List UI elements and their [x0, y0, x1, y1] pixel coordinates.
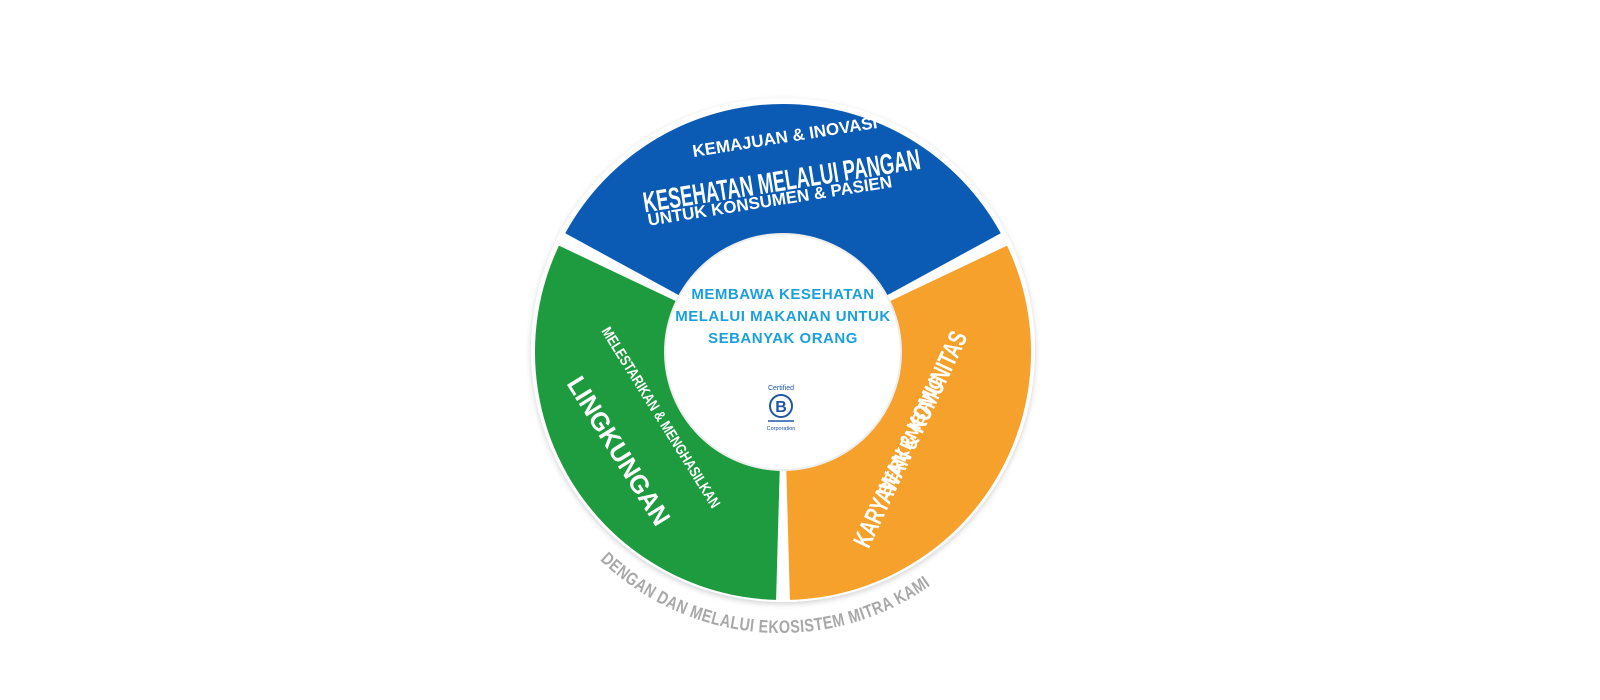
bcorp-certified: Certified	[768, 385, 794, 392]
segment-right	[786, 245, 1031, 600]
center-line-3: SEBANYAK ORANG	[708, 330, 858, 347]
segment-left	[535, 245, 780, 600]
segment-top	[565, 103, 1001, 296]
bcorp-corporation: Corporation	[767, 426, 796, 432]
center-line-1: MEMBAWA KESEHATAN	[691, 286, 874, 303]
bcorp-circle-icon	[769, 394, 793, 418]
center-line-2: MELALUI MAKANAN UNTUK	[675, 308, 890, 325]
bcorp-logo: Certified B Corporation	[767, 385, 796, 432]
bcorp-letter: B	[775, 399, 787, 416]
center-mission: MEMBAWA KESEHATAN MELALUI MAKANAN UNTUK …	[675, 286, 890, 347]
center-circle	[664, 233, 902, 471]
